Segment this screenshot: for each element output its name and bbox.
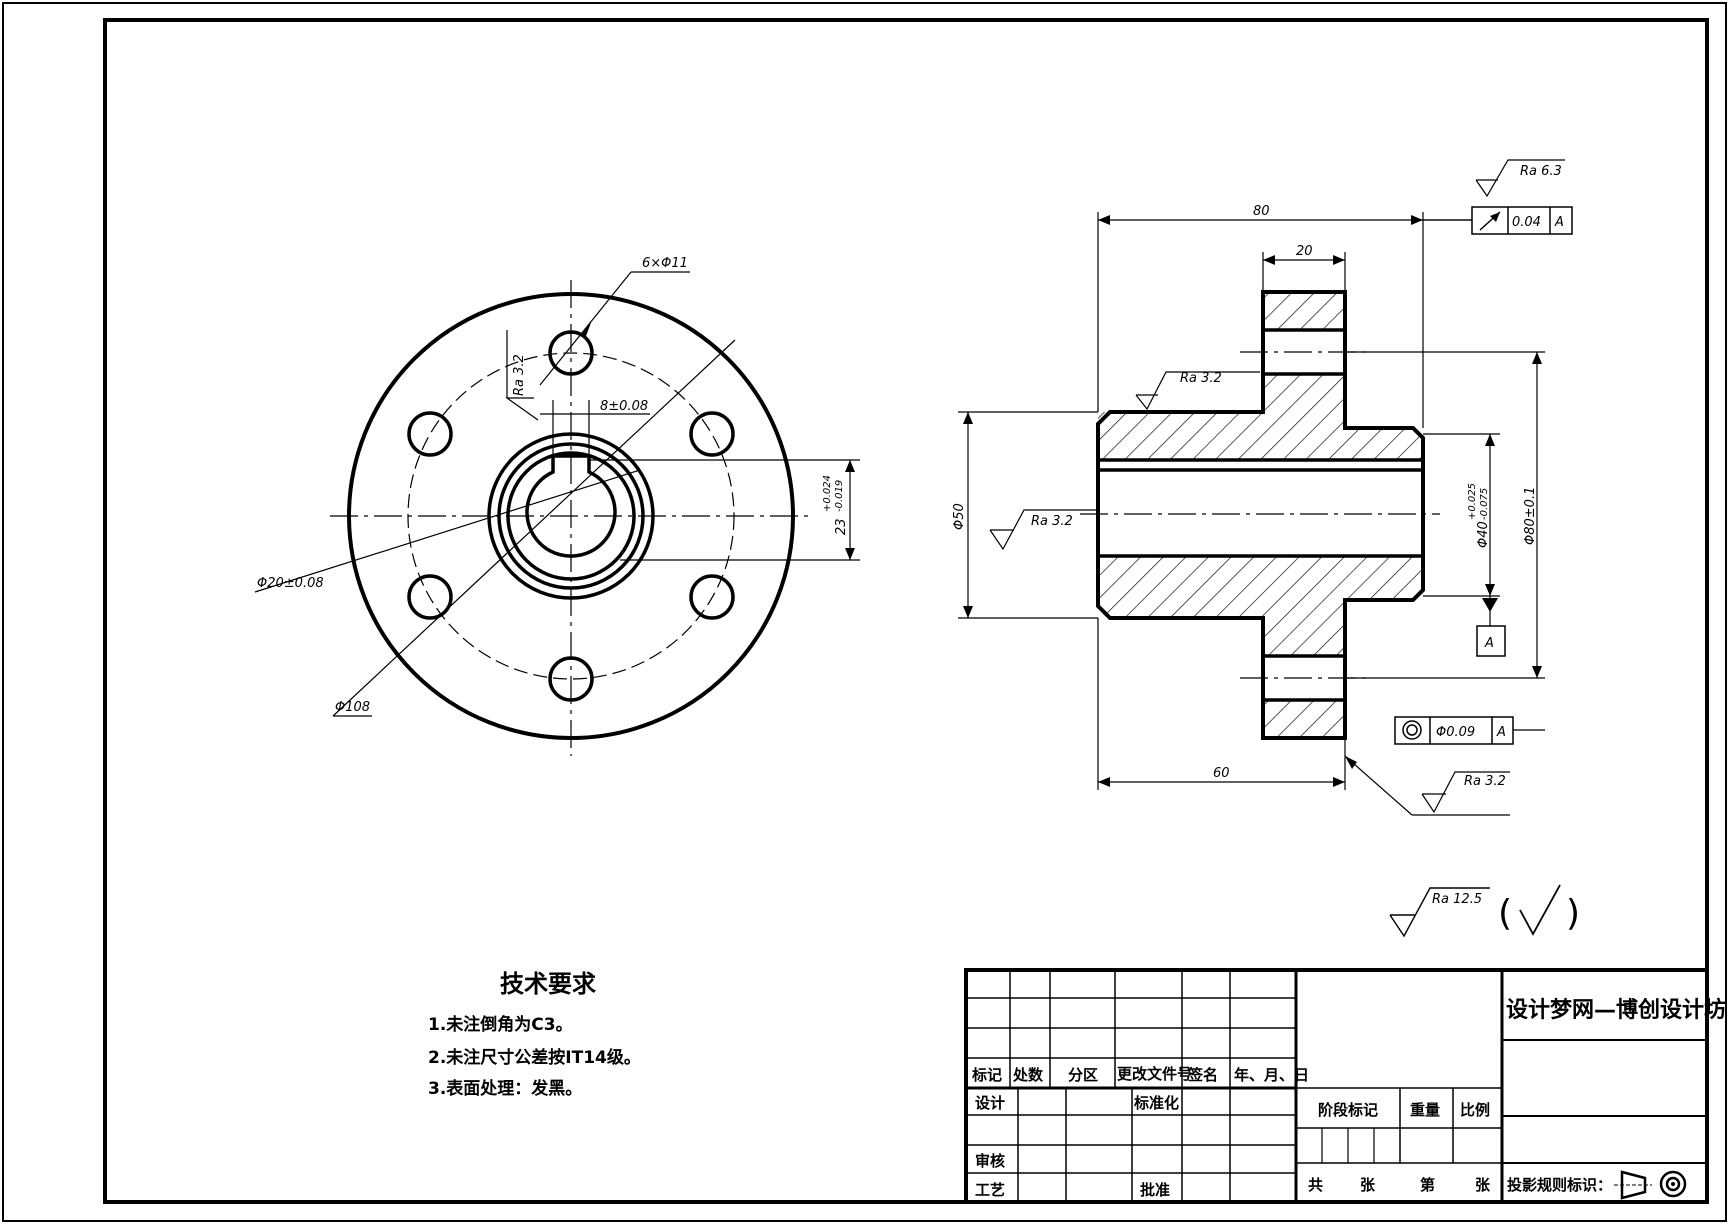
flange-face-ra: Ra 3.2 <box>1464 774 1506 789</box>
label-stage-mark: 阶段标记 <box>1318 1101 1378 1119</box>
bore-upper: +0.025 <box>1467 483 1478 520</box>
length-60: 60 <box>1213 766 1230 781</box>
keyway-depth-upper: +0.024 <box>822 475 833 512</box>
hub-dia: Φ50 <box>952 503 967 530</box>
label-process: 工艺 <box>975 1181 1005 1199</box>
bolt-hole-2 <box>689 411 735 457</box>
label-number: 第 <box>1420 1176 1435 1194</box>
general-roughness: Ra 12.5 ( ) <box>1389 884 1580 938</box>
bolt-hole-6 <box>407 411 453 457</box>
bolt-circle-dia: Φ20±0.08 <box>257 576 324 591</box>
general-ra: Ra 12.5 <box>1432 892 1482 907</box>
projection-symbol-icon <box>1614 1170 1687 1200</box>
label-total: 共 <box>1308 1176 1323 1194</box>
tech-requirements: 技术要求 1.未注倒角为C3。 2.未注尺寸公差按IT14级。 3.表面处理：发… <box>428 970 641 1099</box>
label-design: 设计 <box>975 1094 1005 1112</box>
front-view: 6×Φ11 Ra 3.2 8±0.08 23 +0.024 -0.019 Φ20… <box>254 256 860 756</box>
bore-dia: Φ40 <box>1476 521 1491 548</box>
label-review: 审核 <box>975 1152 1005 1170</box>
runout-datum: A <box>1554 215 1564 230</box>
keyway-ra: Ra 3.2 <box>512 354 527 396</box>
bore-with-keyway <box>525 454 617 558</box>
tech-item-3: 3.表面处理：发黑。 <box>428 1078 582 1099</box>
label-scale: 比例 <box>1460 1101 1490 1119</box>
flange-width: 20 <box>1296 244 1313 259</box>
label-sheet-1: 张 <box>1360 1176 1376 1194</box>
check-mark-icon <box>1519 884 1561 936</box>
label-projection: 投影规则标识： <box>1507 1176 1612 1194</box>
label-approve: 批准 <box>1140 1181 1170 1199</box>
label-mark: 标记 <box>971 1066 1002 1084</box>
keyway-depth: 23 <box>834 518 849 535</box>
bore-lower: -0.075 <box>1479 488 1490 520</box>
concentricity-tol: Φ0.09 <box>1436 725 1475 740</box>
keyway-width: 8±0.08 <box>600 399 648 414</box>
label-count: 处数 <box>1012 1066 1044 1084</box>
length-total: 80 <box>1253 204 1270 219</box>
part-outline <box>1096 290 1425 740</box>
section-view: 80 20 60 Φ50 Ra 3.2 Ra 3.2 Ra 6.3 <box>952 159 1573 816</box>
label-standardization: 标准化 <box>1133 1094 1179 1112</box>
close-paren: ) <box>1566 893 1580 934</box>
inner-frame <box>103 18 1709 1204</box>
bolt-hole-5 <box>407 574 453 620</box>
keyway-depth-lower: -0.019 <box>834 480 845 512</box>
top-ra: Ra 6.3 <box>1520 164 1562 179</box>
company-name: 设计梦网—博创设计坊 <box>1506 997 1726 1023</box>
label-sheet-2: 张 <box>1475 1176 1491 1194</box>
runout-tol: 0.04 <box>1512 215 1541 230</box>
concentricity-datum: A <box>1496 725 1506 740</box>
outer-dia: Φ108 <box>335 700 370 715</box>
label-signature: 签名 <box>1187 1066 1218 1084</box>
open-paren: ( <box>1498 893 1512 934</box>
label-weight: 重量 <box>1410 1101 1440 1119</box>
tech-item-2: 2.未注尺寸公差按IT14级。 <box>428 1047 641 1068</box>
holes-callout: 6×Φ11 <box>642 256 688 271</box>
datum-label: A <box>1484 636 1494 651</box>
label-date: 年、月、日 <box>1234 1066 1309 1084</box>
title-block-text: 设计梦网—博创设计坊 标记 处数 分区 更改文件号 签名 年、月、日 设计 标准… <box>971 997 1726 1200</box>
runout-frame <box>1471 206 1573 235</box>
label-zone: 分区 <box>1068 1066 1098 1084</box>
concentricity-icon <box>1402 720 1422 740</box>
title-block <box>964 968 1709 1204</box>
pitch-dia: Φ80±0.1 <box>1523 487 1538 545</box>
face-ra: Ra 3.2 <box>1180 371 1222 386</box>
tech-title: 技术要求 <box>500 970 596 998</box>
tech-item-1: 1.未注倒角为C3。 <box>428 1014 573 1035</box>
label-change-doc: 更改文件号 <box>1117 1065 1192 1083</box>
bore-ra: Ra 3.2 <box>1031 514 1073 529</box>
datum-a-box <box>1476 625 1506 657</box>
bolt-hole-3 <box>689 574 735 620</box>
